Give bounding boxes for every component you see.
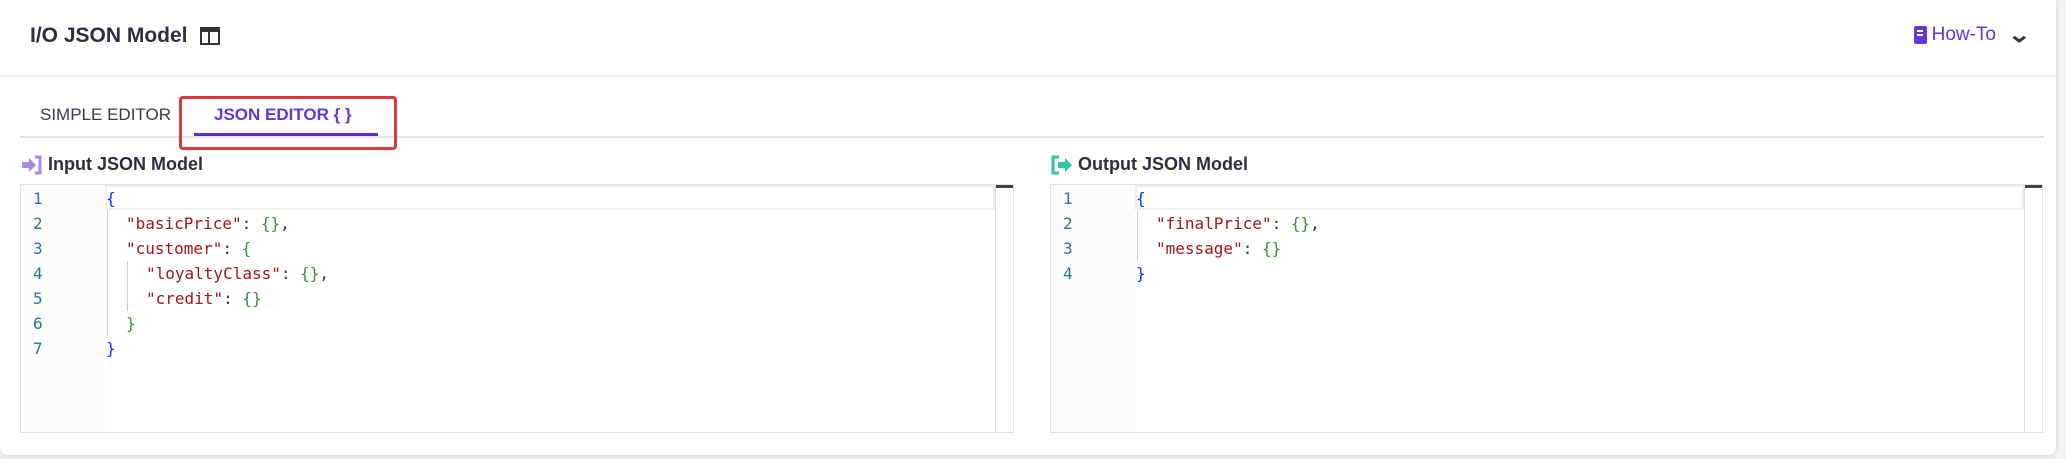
book-icon <box>1913 26 1927 44</box>
line-number: 3 <box>33 239 43 258</box>
sign-in-icon <box>22 155 42 174</box>
line-gutter <box>21 185 105 432</box>
columns-icon[interactable] <box>199 27 220 45</box>
json-value: {} <box>260 214 281 233</box>
how-to-link[interactable]: How-To <box>1913 24 1996 46</box>
title-text: I/O JSON Model <box>30 24 188 47</box>
json-value: {} <box>300 264 320 283</box>
json-key: "basicPrice" <box>126 214 242 233</box>
brace: } <box>106 339 116 358</box>
card-header: I/O JSON Model How-To ⌄ <box>0 0 2056 77</box>
line-number: 1 <box>1063 189 1073 208</box>
line-number: 5 <box>33 289 43 308</box>
brace: } <box>1136 264 1146 283</box>
json-value: { <box>241 239 252 258</box>
json-key: "credit" <box>146 289 224 308</box>
indent-guide <box>1137 210 1138 260</box>
current-line-highlight <box>1135 185 2024 210</box>
comma: , <box>1310 214 1320 233</box>
json-value: {} <box>242 289 262 308</box>
tab-simple-editor[interactable]: SIMPLE EDITOR <box>40 105 171 124</box>
chevron-down-icon[interactable]: ⌄ <box>2006 22 2031 47</box>
editor-tabs: SIMPLE EDITOR JSON EDITOR { } <box>20 95 2044 138</box>
input-section-label: Input JSON Model <box>20 154 203 175</box>
json-value: {} <box>1261 239 1282 258</box>
highlight-box <box>179 96 397 150</box>
tab-json-editor[interactable]: JSON EDITOR { } <box>214 105 352 124</box>
indent-guide <box>107 210 108 336</box>
line-number: 4 <box>1063 264 1073 283</box>
brace: } <box>126 314 136 333</box>
line-number: 2 <box>33 214 43 233</box>
line-number: 1 <box>33 189 43 208</box>
comma: , <box>319 264 330 283</box>
input-label-text: Input JSON Model <box>48 154 203 174</box>
line-gutter <box>1051 185 1135 432</box>
how-to-label: How-To <box>1931 24 1996 45</box>
output-section-label: Output JSON Model <box>1050 154 1248 175</box>
indent-guide <box>127 261 128 311</box>
page-title: I/O JSON Model <box>30 24 220 48</box>
json-value: {} <box>1290 214 1311 233</box>
vertical-scrollbar[interactable] <box>2024 185 2042 432</box>
sign-out-icon <box>1051 155 1072 174</box>
input-json-editor[interactable]: 1{2"basicPrice": {},3"customer": {4"loya… <box>20 184 1014 433</box>
active-tab-indicator <box>194 133 378 136</box>
json-key: "loyaltyClass" <box>146 264 281 283</box>
line-number: 3 <box>1063 239 1073 258</box>
line-number: 2 <box>1063 214 1073 233</box>
json-key: "customer" <box>126 239 223 258</box>
brace: { <box>106 189 116 208</box>
json-key: "finalPrice" <box>1156 214 1272 233</box>
line-number: 7 <box>33 339 43 358</box>
output-json-editor[interactable]: 1{2"finalPrice": {},3"message": {}4} <box>1050 184 2043 433</box>
line-number: 6 <box>33 314 43 333</box>
line-number: 4 <box>33 264 43 283</box>
brace: { <box>1136 189 1146 208</box>
comma: , <box>280 214 290 233</box>
vertical-scrollbar[interactable] <box>995 185 1013 432</box>
json-key: "message" <box>1156 239 1243 258</box>
output-label-text: Output JSON Model <box>1078 154 1248 174</box>
current-line-highlight <box>105 185 995 210</box>
